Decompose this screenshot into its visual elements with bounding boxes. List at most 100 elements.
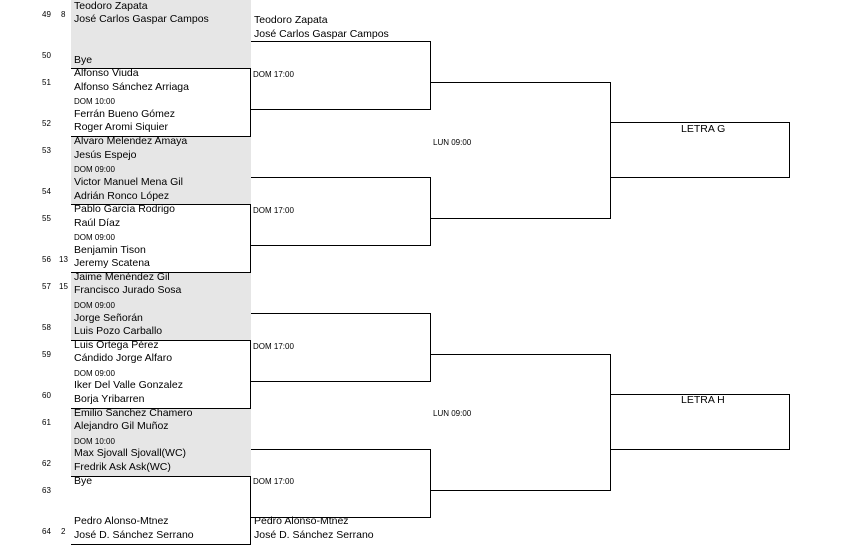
player-name: José Carlos Gaspar Campos <box>74 13 209 25</box>
match-time: DOM 17:00 <box>253 70 294 79</box>
player-name: Jeremy Scatena <box>74 257 150 269</box>
player-name: Teodoro Zapata <box>254 14 328 26</box>
bracket-line <box>251 313 431 314</box>
player-name: Cándido Jorge Alfaro <box>74 352 173 364</box>
bracket-line <box>430 177 431 246</box>
match-time: DOM 09:00 <box>74 369 115 378</box>
bracket-line <box>251 245 431 246</box>
section-label: LETRA H <box>681 394 725 406</box>
bracket-line <box>431 354 611 355</box>
bracket-line <box>610 354 611 491</box>
seed-number: 8 <box>61 10 66 19</box>
bracket-line <box>71 68 251 69</box>
bracket-line <box>611 122 790 123</box>
bracket-line <box>250 340 251 409</box>
player-name: Teodoro Zapata <box>74 0 148 12</box>
player-name: Alejandro Gil Muñoz <box>74 420 169 432</box>
player-name: Pedro Alonso-Mtnez <box>74 515 169 527</box>
player-name: José Carlos Gaspar Campos <box>254 28 389 40</box>
player-name: Roger Aromi Siquier <box>74 121 168 133</box>
section-label: LETRA G <box>681 123 726 135</box>
player-name: Fredrik Ask Ask(WC) <box>74 461 171 473</box>
match-time: LUN 09:00 <box>433 409 472 418</box>
seed-number: 15 <box>59 282 68 291</box>
bracket-line <box>430 449 431 518</box>
bracket-line <box>71 408 251 409</box>
player-name: Bye <box>74 54 93 66</box>
match-time: DOM 10:00 <box>74 97 115 106</box>
player-name: Alvaro Melendez Amaya <box>74 135 188 147</box>
player-name: Jesús Espejo <box>74 149 137 161</box>
bracket-line <box>251 381 431 382</box>
draw-position: 50 <box>42 51 51 60</box>
draw-position: 64 <box>42 527 51 536</box>
match-shade-1 <box>71 0 251 68</box>
match-shade-4 <box>71 408 251 476</box>
player-name: Alfonso Sánchez Arriaga <box>74 81 189 93</box>
bracket-line <box>611 394 790 395</box>
seed-number: 2 <box>61 527 66 536</box>
player-name: Borja Yribarren <box>74 393 145 405</box>
bracket-line <box>789 394 790 450</box>
bracket-line <box>610 82 611 219</box>
bracket-line <box>611 177 790 178</box>
player-name: Alfonso Viuda <box>74 67 139 79</box>
match-shade-2 <box>71 136 251 204</box>
draw-position: 51 <box>42 78 51 87</box>
draw-position: 58 <box>42 323 51 332</box>
match-time: DOM 17:00 <box>253 477 294 486</box>
player-name: Raúl Díaz <box>74 217 121 229</box>
player-name: Jorge Señorán <box>74 312 143 324</box>
player-name: José D. Sánchez Serrano <box>74 529 194 541</box>
match-shade-3 <box>71 272 251 340</box>
player-name: Emilio Sanchez Chamero <box>74 407 193 419</box>
bracket-line <box>431 490 611 491</box>
bracket-line <box>431 218 611 219</box>
draw-position: 62 <box>42 459 51 468</box>
player-name: Francisco Jurado Sosa <box>74 284 182 296</box>
draw-position: 63 <box>42 486 51 495</box>
draw-position: 59 <box>42 350 51 359</box>
match-time: DOM 17:00 <box>253 342 294 351</box>
player-name: Luis Pozo Carballo <box>74 325 163 337</box>
match-time: DOM 17:00 <box>253 206 294 215</box>
player-name: Ferrán Bueno Gómez <box>74 108 175 120</box>
player-name: Bye <box>74 475 93 487</box>
player-name: Luis Ortega Pérez <box>74 339 159 351</box>
match-time: DOM 09:00 <box>74 233 115 242</box>
player-name: Adrián Ronco López <box>74 190 170 202</box>
player-name: Pablo García Rodrigo <box>74 203 175 215</box>
bracket-line <box>789 122 790 178</box>
bracket-line <box>251 177 431 178</box>
player-name: Victor Manuel Mena Gil <box>74 176 183 188</box>
bracket-line <box>71 544 251 545</box>
bracket-line <box>250 476 251 545</box>
bracket-line <box>430 313 431 382</box>
seed-number: 13 <box>59 255 68 264</box>
match-time: DOM 09:00 <box>74 165 115 174</box>
player-name: Benjamin Tison <box>74 244 146 256</box>
bracket-line <box>251 517 431 518</box>
bracket-line <box>251 449 431 450</box>
bracket-line <box>71 272 251 273</box>
bracket-line <box>430 41 431 110</box>
draw-position: 61 <box>42 418 51 427</box>
bracket-line <box>250 204 251 273</box>
draw-position: 60 <box>42 391 51 400</box>
bracket-line <box>431 82 611 83</box>
draw-position: 49 <box>42 10 51 19</box>
draw-position: 53 <box>42 146 51 155</box>
match-time: DOM 10:00 <box>74 437 115 446</box>
match-time: LUN 09:00 <box>433 138 472 147</box>
match-time: DOM 09:00 <box>74 301 115 310</box>
bracket-line <box>71 476 251 477</box>
draw-position: 55 <box>42 214 51 223</box>
draw-position: 52 <box>42 119 51 128</box>
player-name: Pedro Alonso-Mtnez <box>254 515 349 527</box>
draw-position: 54 <box>42 187 51 196</box>
player-name: Jaime Menéndez Gil <box>74 271 170 283</box>
bracket-line <box>251 109 431 110</box>
bracket-line <box>71 136 251 137</box>
bracket-line <box>71 204 251 205</box>
bracket-line <box>251 41 431 42</box>
